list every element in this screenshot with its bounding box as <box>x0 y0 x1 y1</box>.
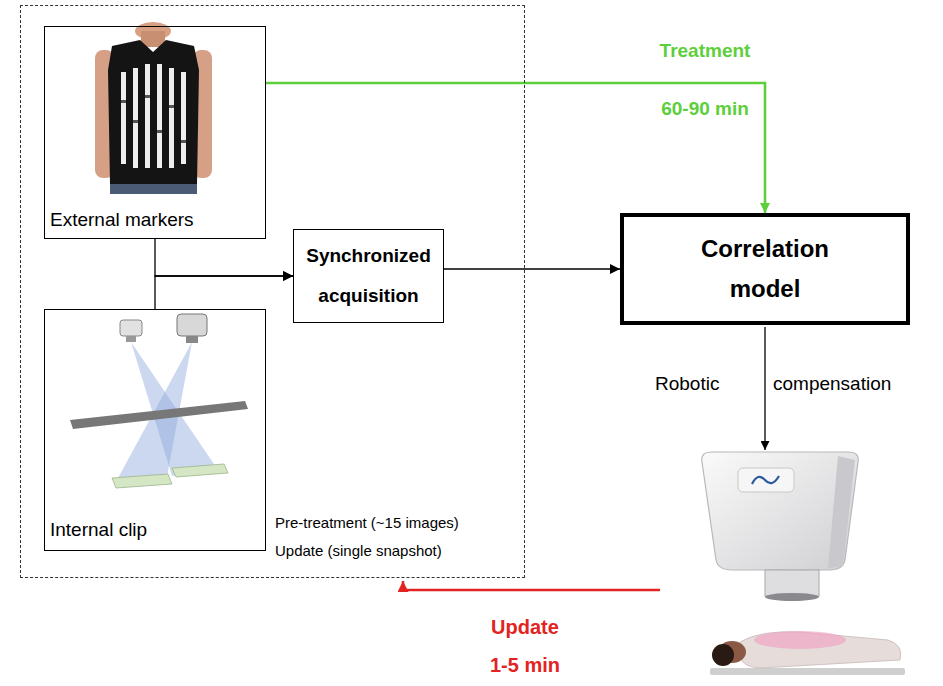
vest-photo <box>95 22 212 194</box>
stripe <box>157 64 162 168</box>
vest <box>108 40 199 184</box>
compensation-label: compensation <box>773 373 933 396</box>
node-text: Pre-treatment (~15 images) <box>275 514 459 532</box>
stripe <box>169 68 174 168</box>
dot <box>145 95 150 98</box>
connector-arrow <box>444 268 620 269</box>
compensation-arrow <box>764 327 765 450</box>
dashed-group: Pre-treatment (~15 images) Update (single… <box>20 5 525 578</box>
patient <box>710 631 905 675</box>
linac-panel <box>738 468 794 492</box>
connector-arrow <box>155 239 293 276</box>
dot <box>121 100 126 103</box>
dot <box>169 105 174 108</box>
hair <box>712 644 734 666</box>
stripe <box>133 68 138 168</box>
update-label: Update <box>465 615 585 639</box>
body <box>740 632 901 668</box>
xray-tube <box>177 314 207 336</box>
imaging-box: Internal clip <box>44 309 266 551</box>
dot <box>133 120 138 123</box>
xray-tube-port <box>126 336 136 342</box>
marker-box: External markers <box>44 26 266 239</box>
node-text: Update (single snapshot) <box>275 542 442 560</box>
xray-tube-port <box>186 336 198 343</box>
node-text: Internal clip <box>50 519 147 542</box>
linac-side <box>828 456 855 568</box>
xray-tube <box>120 320 142 336</box>
marker-stripes <box>121 64 186 168</box>
interval-label: 1-5 min <box>465 653 585 677</box>
process-box: Synchronized acquisition <box>293 229 444 323</box>
table <box>710 668 905 675</box>
model-box: Correlation model <box>620 213 910 325</box>
node-text: External markers <box>50 209 194 232</box>
couch <box>70 401 248 429</box>
linac-housing <box>702 452 859 570</box>
detector <box>172 464 228 477</box>
xray-illustration <box>70 314 248 488</box>
linac-aperture <box>765 593 819 601</box>
stripe <box>145 64 150 168</box>
connector-arrow <box>155 276 293 309</box>
marker-dots <box>121 95 186 143</box>
compensation-label: Robotic <box>655 373 755 396</box>
node-text: Synchronized acquisition <box>300 236 437 316</box>
edge-label: Treatment 60-90 min <box>645 22 765 138</box>
dot <box>157 130 162 133</box>
linac-robot <box>702 452 859 601</box>
treated-region <box>754 631 846 649</box>
detector <box>112 474 172 488</box>
dot <box>181 140 186 143</box>
node-text: Correlation model <box>675 229 855 308</box>
update-arrow <box>403 581 660 590</box>
linac-logo <box>752 476 779 484</box>
stripe <box>181 72 186 164</box>
stripe <box>121 72 126 164</box>
linac-nozzle <box>765 570 819 596</box>
